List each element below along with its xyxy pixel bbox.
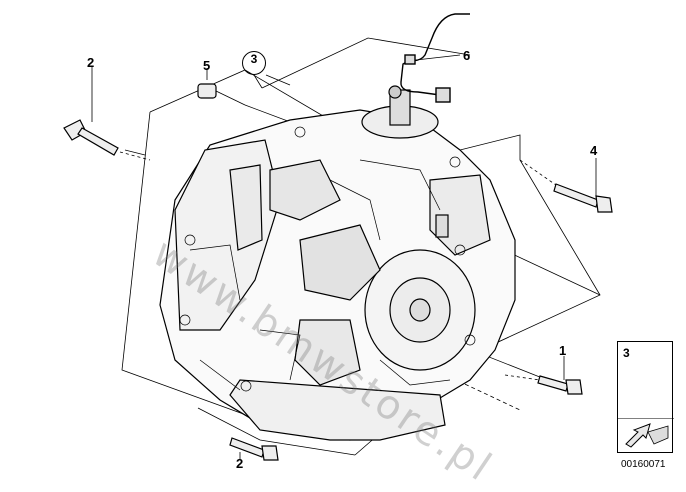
callout-leaders bbox=[253, 74, 291, 89]
drawing-id: 00160071 bbox=[621, 459, 666, 470]
callout-2-bottom: 2 bbox=[236, 456, 244, 471]
bolt-part-1 bbox=[504, 356, 583, 395]
wiring-harness-part-6 bbox=[400, 13, 470, 103]
transmission-housing bbox=[159, 85, 516, 441]
callout-3-circled: 3 bbox=[242, 51, 266, 75]
legend-arrow-icon bbox=[618, 418, 674, 448]
callout-4: 4 bbox=[590, 143, 598, 158]
legend-box: 3 bbox=[617, 341, 674, 453]
bolt-part-2-top bbox=[63, 66, 151, 161]
bolt-part-2-bottom bbox=[229, 437, 279, 461]
callout-6: 6 bbox=[463, 48, 471, 63]
housing-detail-lines bbox=[179, 126, 476, 392]
callout-2-top: 2 bbox=[87, 55, 95, 70]
callout-1: 1 bbox=[559, 343, 567, 358]
legend-number: 3 bbox=[623, 346, 630, 360]
bolt-part-4 bbox=[519, 158, 613, 213]
sleeve-part-5 bbox=[197, 68, 246, 106]
callout-5: 5 bbox=[203, 58, 211, 73]
